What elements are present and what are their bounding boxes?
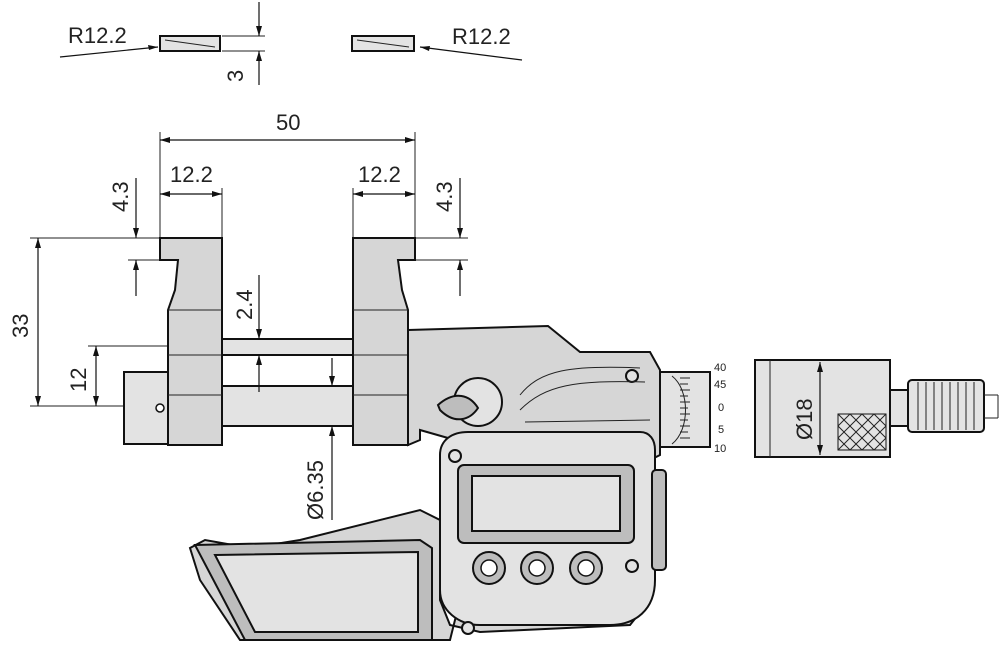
dim-ljh-arrow-top	[133, 228, 139, 238]
left-radius-leader	[59, 46, 159, 58]
dim-left-jaw-height: 4.3	[108, 178, 168, 296]
dim-12-arrow-top	[93, 346, 99, 356]
screw-top-right	[625, 369, 639, 383]
lcd-screen	[471, 475, 621, 532]
dim-rjh-arrow-top	[457, 228, 463, 238]
scale-label-40: 40	[714, 362, 726, 374]
dim-three-arrow-top	[256, 26, 262, 36]
buttons	[472, 551, 603, 585]
right-radius-label: R12.2	[452, 24, 511, 49]
right-jaw-detail: R12.2	[351, 24, 523, 61]
body-groove-1	[519, 366, 641, 396]
dim-rjh-label: 4.3	[432, 181, 457, 212]
dim-fifty: 50	[159, 110, 416, 238]
dim-ljw-arrow-left	[160, 191, 170, 197]
right-radius-arrow	[420, 46, 430, 51]
dim-12-arrow-bottom	[93, 396, 99, 406]
thimble-knurl	[837, 413, 887, 451]
button-middle-center	[528, 559, 546, 577]
screw-top-left	[448, 449, 462, 463]
handle-plate-inner	[213, 550, 419, 633]
scale-label-10: 10	[714, 443, 726, 455]
left-jaw-detail: R12.2	[59, 23, 221, 58]
lower-rod	[219, 385, 356, 427]
dim-rjw-label: 12.2	[358, 162, 401, 187]
right-jaw	[352, 237, 416, 446]
dim-three-arrow-bottom	[256, 51, 262, 61]
ratchet-knurl	[917, 382, 975, 430]
dim-gap: 2.4	[232, 275, 262, 392]
dim-three-label: 3	[223, 70, 248, 82]
end-cap-screw	[155, 403, 165, 413]
dim-thimble-arrow-bottom	[817, 445, 823, 455]
upper-rod	[219, 338, 356, 356]
dim-fifty-label: 50	[276, 110, 300, 135]
screw-bottom-left	[461, 621, 475, 635]
dim-gap-label: 2.4	[232, 289, 257, 320]
thimble[interactable]	[754, 359, 891, 458]
button-right-center	[577, 559, 595, 577]
dim-gap-arrow-top	[256, 329, 262, 339]
dim-33-arrow-bottom	[35, 396, 41, 406]
left-radius-arrow	[148, 45, 158, 50]
dim-right-jaw-width: 12.2	[352, 162, 415, 238]
dim-thimble: Ø18	[792, 362, 823, 455]
scale-label-45: 45	[714, 379, 726, 391]
screw-bottom-right	[625, 559, 639, 573]
scale-label-5: 5	[718, 424, 724, 436]
clamp-lever-tab	[436, 394, 480, 421]
dim-right-jaw-height: 4.3	[408, 178, 468, 296]
dim-ljw-label: 12.2	[170, 162, 213, 187]
scale-label-0: 0	[718, 402, 724, 414]
right-tip-hatch	[356, 39, 410, 48]
side-strip	[651, 469, 667, 571]
button-left-center	[480, 559, 498, 577]
dim-33-arrow-top	[35, 238, 41, 248]
sleeve-curve	[671, 375, 686, 445]
dim-gap-arrow-bottom	[256, 355, 262, 365]
left-radius-label: R12.2	[68, 23, 127, 48]
dim-12-label: 12	[66, 368, 91, 392]
dim-spindle: Ø6.35	[303, 358, 335, 520]
body-groove-3	[524, 419, 651, 423]
dim-spindle-arrow-bottom	[329, 426, 335, 436]
right-radius-leader	[419, 46, 523, 61]
dim-three: 3	[222, 2, 265, 85]
dim-fifty-arrow-right	[405, 137, 415, 143]
left-jaw	[159, 237, 223, 446]
dim-33-label: 33	[8, 314, 33, 338]
dim-spindle-label: Ø6.35	[303, 460, 328, 520]
dim-ljh-arrow-bottom	[133, 260, 139, 270]
dim-rjw-arrow-left	[353, 191, 363, 197]
dim-rjh-arrow-bottom	[457, 260, 463, 270]
dim-ljw-arrow-right	[212, 191, 222, 197]
end-cap	[123, 371, 173, 445]
ratchet[interactable]	[907, 379, 985, 433]
dim-rjw-arrow-right	[405, 191, 415, 197]
dim-ljh-label: 4.3	[108, 181, 133, 212]
body-groove-2	[519, 381, 646, 411]
dim-fifty-arrow-left	[160, 137, 170, 143]
left-tip-hatch	[164, 39, 216, 48]
dim-left-jaw-width: 12.2	[160, 162, 223, 238]
dim-spindle-arrow-top	[329, 376, 335, 386]
dim-thimble-arrow-top	[817, 362, 823, 372]
sleeve-ticks	[680, 377, 690, 439]
dim-thimble-label: Ø18	[792, 398, 817, 440]
